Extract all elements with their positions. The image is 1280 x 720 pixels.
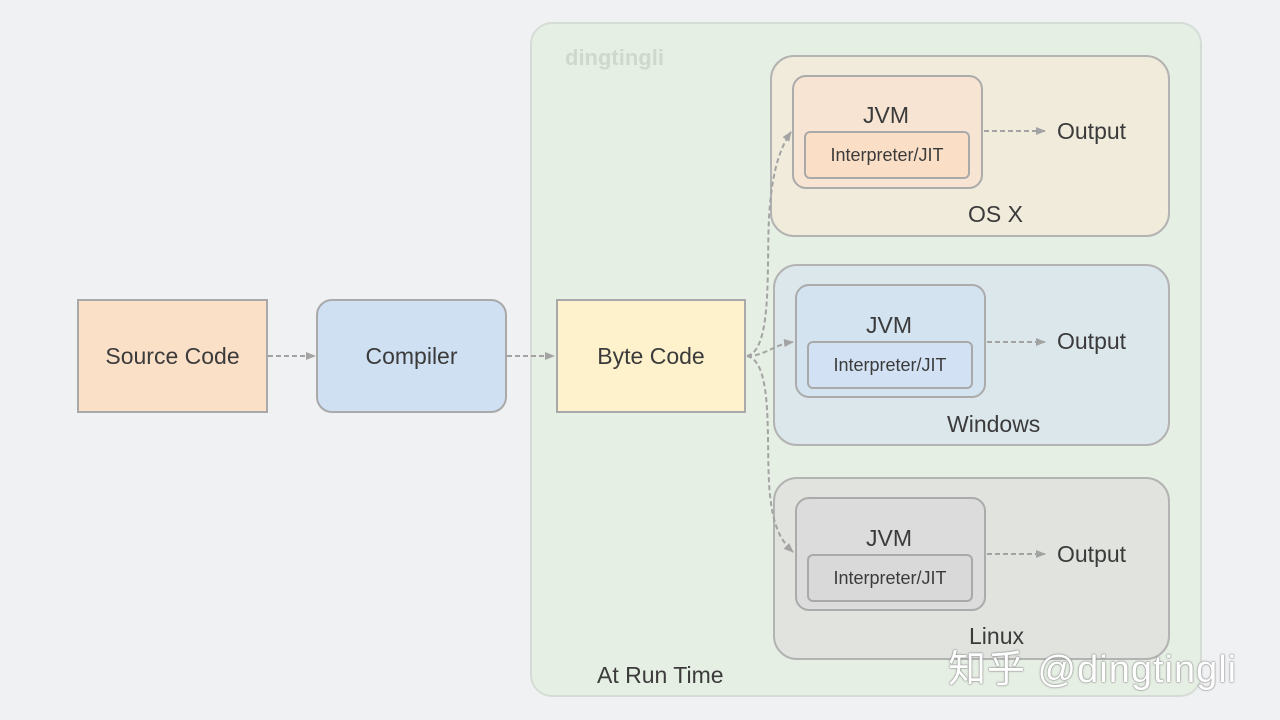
interpreter-windows: Interpreter/JIT	[807, 341, 973, 389]
interpreter-windows-label: Interpreter/JIT	[833, 354, 947, 375]
compiler-label: Compiler	[365, 342, 458, 369]
interpreter-osx: Interpreter/JIT	[804, 131, 970, 179]
jvm-osx-label: JVM	[863, 102, 909, 128]
platform-windows-label: Windows	[947, 411, 1041, 437]
byte-code-node: Byte Code	[556, 299, 746, 413]
platform-osx-label: OS X	[968, 201, 1023, 227]
arrow-bytecode-to-osx	[746, 131, 792, 357]
interpreter-linux-label: Interpreter/JIT	[833, 567, 947, 588]
watermark-zhihu: 知乎 @dingtingli	[948, 649, 1238, 691]
output-linux-label: Output	[1057, 541, 1127, 567]
byte-code-label: Byte Code	[597, 342, 705, 369]
jvm-linux-label: JVM	[866, 525, 912, 551]
interpreter-osx-label: Interpreter/JIT	[830, 144, 944, 165]
jvm-windows-label: JVM	[866, 312, 912, 338]
source-code-label: Source Code	[105, 342, 240, 369]
interpreter-linux: Interpreter/JIT	[807, 554, 973, 602]
arrow-bytecode-to-linux	[746, 355, 794, 553]
output-windows-label: Output	[1057, 328, 1127, 354]
output-osx-label: Output	[1057, 118, 1127, 144]
compiler-node: Compiler	[316, 299, 507, 413]
platform-linux-label: Linux	[969, 623, 1024, 649]
source-code-node: Source Code	[77, 299, 268, 413]
watermark-small: dingtingli	[565, 45, 664, 70]
runtime-label: At Run Time	[597, 662, 724, 688]
arrow-bytecode-to-windows	[746, 339, 794, 357]
